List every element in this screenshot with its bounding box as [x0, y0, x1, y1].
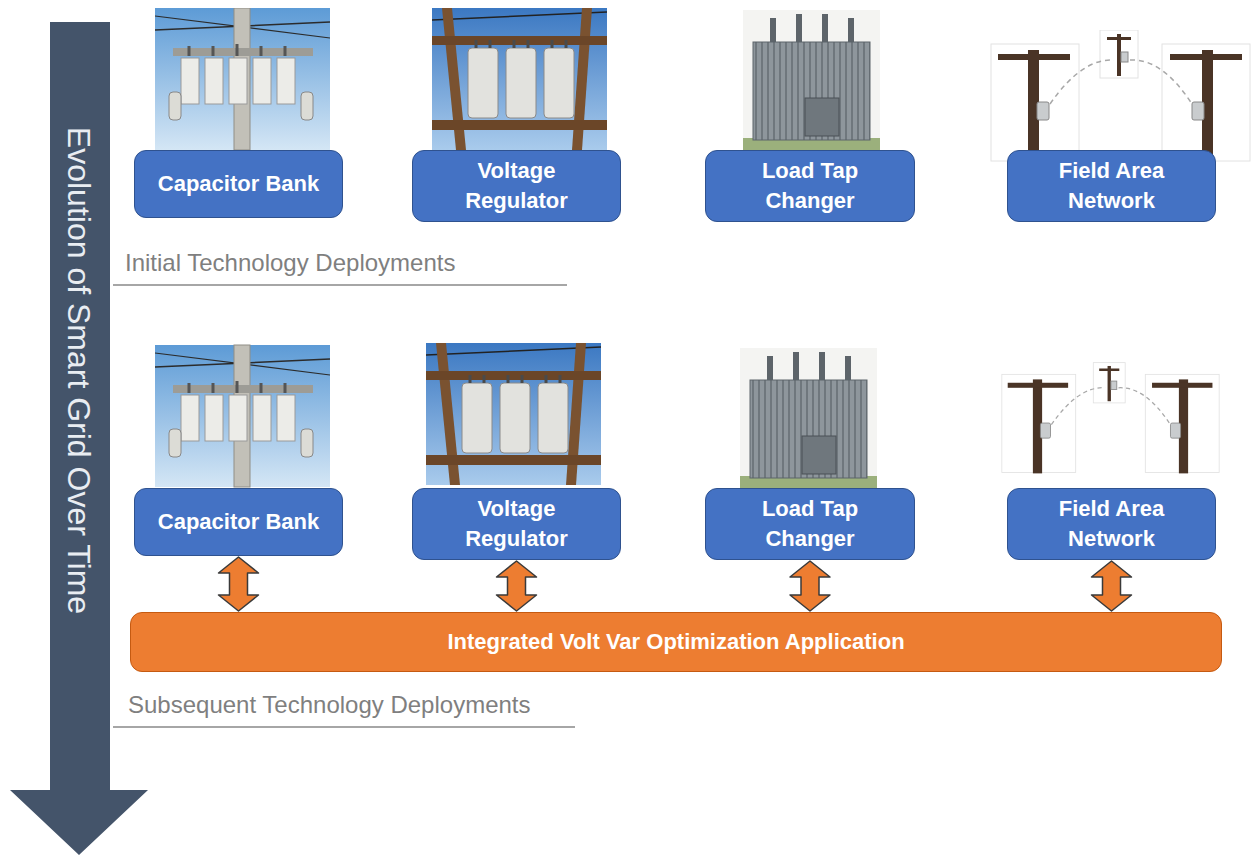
section-label-slot: Subsequent Technology Deployments [128, 691, 531, 719]
device-name: Voltage Regulator [429, 494, 604, 553]
load-tap-changer-photo [743, 10, 880, 150]
device-name: Field Area Network [1024, 494, 1199, 553]
device-name: Field Area Network [1024, 156, 1199, 215]
device-box: Load Tap Changer [705, 488, 915, 560]
voltage-regulator-photo [432, 8, 607, 150]
double-arrow-connector [497, 561, 537, 611]
device-name: Load Tap Changer [723, 494, 898, 553]
separator-line [113, 726, 575, 728]
section-label-slot: Initial Technology Deployments [125, 249, 455, 277]
device-box: Capacitor Bank [134, 488, 343, 556]
capacitor-bank-photo [155, 345, 330, 487]
device-box: Load Tap Changer [705, 150, 915, 222]
timeline-title: Evolution of Smart Grid Over Time [61, 127, 98, 614]
separator-line [113, 284, 567, 286]
field-area-network-figure [991, 30, 1250, 162]
double-arrow-connector [790, 561, 830, 611]
timeline-arrow: Evolution of Smart Grid Over Time [10, 22, 148, 855]
double-arrow-connector [219, 557, 259, 611]
device-name: Capacitor Bank [158, 169, 319, 199]
device-box: Voltage Regulator [412, 150, 621, 222]
arrow-fill [10, 22, 148, 855]
section-label: Subsequent Technology Deployments [128, 691, 531, 719]
device-name: Capacitor Bank [158, 507, 319, 537]
application-band: Integrated Volt Var Optimization Applica… [130, 612, 1222, 672]
device-box: Capacitor Bank [134, 150, 343, 218]
voltage-regulator-photo [426, 343, 601, 485]
double-arrow-connector [1092, 561, 1132, 611]
section-label: Initial Technology Deployments [125, 249, 455, 277]
capacitor-bank-photo [155, 8, 330, 150]
device-box: Voltage Regulator [412, 488, 621, 560]
load-tap-changer-photo [740, 348, 877, 488]
application-name: Integrated Volt Var Optimization Applica… [447, 628, 904, 657]
device-name: Voltage Regulator [429, 156, 604, 215]
field-area-network-figure [1002, 363, 1219, 474]
device-box: Field Area Network [1007, 488, 1216, 560]
device-name: Load Tap Changer [723, 156, 898, 215]
device-box: Field Area Network [1007, 150, 1216, 222]
